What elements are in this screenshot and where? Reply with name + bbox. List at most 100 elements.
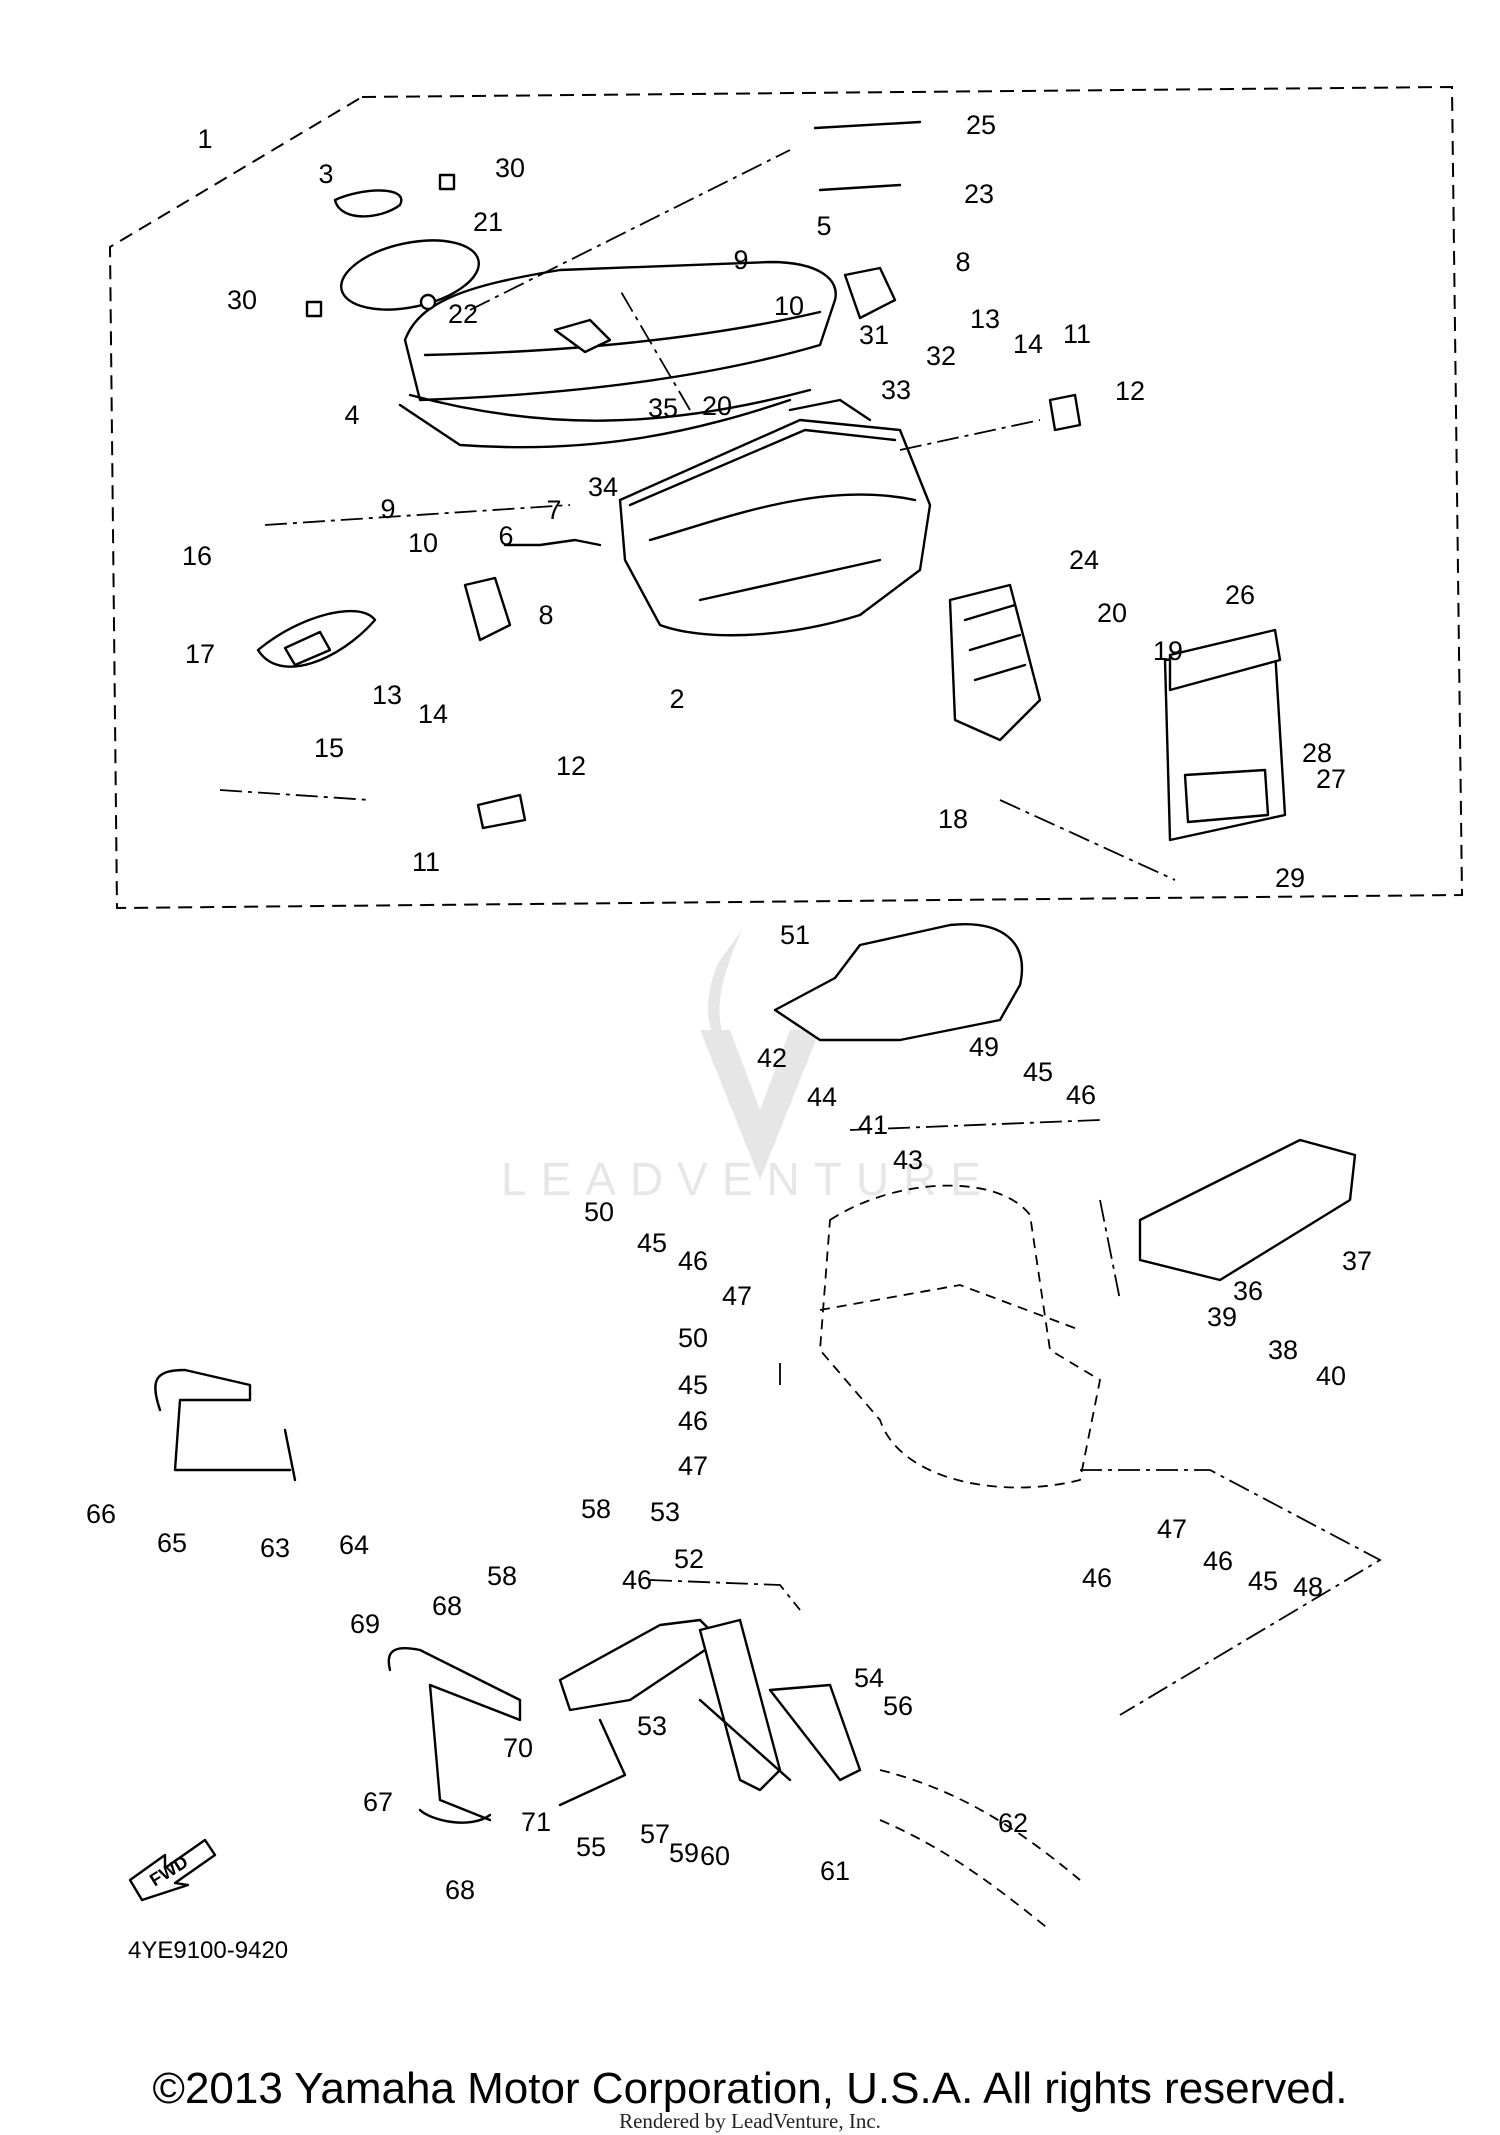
- callout-25: 25: [966, 110, 996, 140]
- box-body: [618, 398, 932, 637]
- callout-8: 8: [955, 247, 970, 277]
- callout-24: 24: [1069, 545, 1099, 575]
- callout-47: 47: [678, 1451, 708, 1481]
- callout-35: 35: [648, 393, 678, 423]
- callout-58: 58: [487, 1561, 517, 1591]
- saddlebag-outline: [819, 1184, 1102, 1489]
- callout-9: 9: [733, 245, 748, 275]
- callout-52: 52: [674, 1544, 704, 1574]
- callout-59: 59: [669, 1838, 699, 1868]
- callout-62: 62: [998, 1808, 1028, 1838]
- callout-9: 9: [380, 494, 395, 524]
- callout-43: 43: [893, 1145, 923, 1175]
- diagram-code: 4YE9100-9420: [128, 1937, 288, 1964]
- callout-49: 49: [969, 1032, 999, 1062]
- callout-46: 46: [622, 1565, 652, 1595]
- callout-20: 20: [702, 391, 732, 421]
- guard-rails: [154, 1368, 522, 1824]
- callout-17: 17: [185, 639, 215, 669]
- callout-10: 10: [408, 528, 438, 558]
- callout-42: 42: [757, 1043, 787, 1073]
- callout-44: 44: [807, 1082, 837, 1112]
- callout-56: 56: [883, 1691, 913, 1721]
- callout-32: 32: [926, 341, 956, 371]
- callout-27: 27: [1316, 764, 1346, 794]
- callout-16: 16: [182, 541, 212, 571]
- callout-15: 15: [314, 733, 344, 763]
- callout-69: 69: [350, 1609, 380, 1639]
- callout-7: 7: [546, 495, 561, 525]
- callout-22: 22: [448, 299, 478, 329]
- callout-70: 70: [503, 1733, 533, 1763]
- callout-23: 23: [964, 179, 994, 209]
- callout-1: 1: [197, 124, 212, 154]
- callout-33: 33: [881, 375, 911, 405]
- callout-3: 3: [318, 159, 333, 189]
- callout-26: 26: [1225, 580, 1255, 610]
- callout-46: 46: [678, 1406, 708, 1436]
- callout-64: 64: [339, 1530, 369, 1560]
- callout-63: 63: [260, 1533, 290, 1563]
- callout-46: 46: [678, 1246, 708, 1276]
- callout-45: 45: [637, 1228, 667, 1258]
- callout-11: 11: [412, 847, 440, 877]
- support-rails: [558, 1618, 1081, 1931]
- callout-51: 51: [780, 920, 810, 950]
- callout-46: 46: [1082, 1563, 1112, 1593]
- callout-45: 45: [678, 1370, 708, 1400]
- callout-30: 30: [227, 285, 257, 315]
- callout-48: 48: [1293, 1572, 1323, 1602]
- callout-41: 41: [858, 1110, 888, 1140]
- callout-29: 29: [1275, 863, 1305, 893]
- lid-assembly: [305, 173, 837, 449]
- callout-20: 20: [1097, 598, 1127, 628]
- callout-66: 66: [86, 1499, 116, 1529]
- callout-14: 14: [1013, 329, 1043, 359]
- callout-14: 14: [418, 699, 448, 729]
- callout-50: 50: [584, 1197, 614, 1227]
- callout-45: 45: [1248, 1566, 1278, 1596]
- fwd-arrow-icon: FWD: [128, 1838, 217, 1902]
- callout-6: 6: [498, 521, 513, 551]
- callout-58: 58: [581, 1494, 611, 1524]
- callout-53: 53: [650, 1497, 680, 1527]
- callout-36: 36: [1233, 1276, 1263, 1306]
- callout-61: 61: [820, 1856, 850, 1886]
- callout-60: 60: [700, 1841, 730, 1871]
- callout-55: 55: [576, 1832, 606, 1862]
- callout-47: 47: [1157, 1514, 1187, 1544]
- mounting-bracket: [948, 583, 1287, 842]
- callout-54: 54: [854, 1663, 884, 1693]
- callout-2: 2: [669, 684, 684, 714]
- callout-71: 71: [521, 1807, 551, 1837]
- callout-67: 67: [363, 1787, 393, 1817]
- callout-13: 13: [970, 304, 1000, 334]
- callout-39: 39: [1207, 1302, 1237, 1332]
- callout-4: 4: [344, 400, 359, 430]
- callout-28: 28: [1302, 738, 1332, 768]
- rendered-by-credit: Rendered by LeadVenture, Inc.: [619, 2109, 881, 2133]
- callout-68: 68: [432, 1591, 462, 1621]
- hinge-parts: [256, 120, 1082, 830]
- copyright-notice: ©2013 Yamaha Motor Corporation, U.S.A. A…: [153, 2064, 1348, 2113]
- side-bracket: [1138, 1138, 1357, 1282]
- callout-68: 68: [445, 1875, 475, 1905]
- callout-19: 19: [1153, 636, 1183, 666]
- callout-13: 13: [372, 680, 402, 710]
- callout-8: 8: [538, 600, 553, 630]
- callout-45: 45: [1023, 1057, 1053, 1087]
- callout-50: 50: [678, 1323, 708, 1353]
- callout-10: 10: [774, 291, 804, 321]
- callout-5: 5: [816, 211, 831, 241]
- callout-12: 12: [1115, 376, 1145, 406]
- watermark-text: LEADVENTURE: [501, 1153, 995, 1205]
- callout-30: 30: [495, 153, 525, 183]
- callout-11: 11: [1063, 319, 1091, 349]
- callout-18: 18: [938, 804, 968, 834]
- assembly-lines: [219, 149, 1382, 1716]
- callout-12: 12: [556, 751, 586, 781]
- callout-34: 34: [588, 472, 618, 502]
- callout-38: 38: [1268, 1335, 1298, 1365]
